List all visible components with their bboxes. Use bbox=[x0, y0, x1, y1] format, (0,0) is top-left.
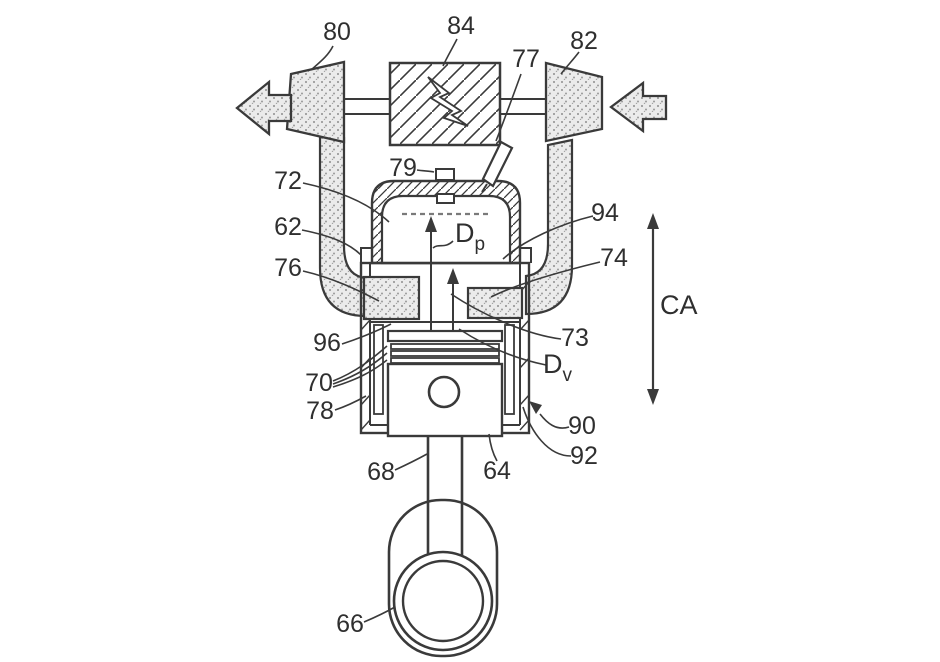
chamber-vent-tab-inner bbox=[436, 193, 455, 204]
intake-port bbox=[466, 286, 524, 320]
leader-82 bbox=[560, 51, 580, 75]
dimension-labels: CA Dp Dv bbox=[455, 218, 698, 386]
leader-66 bbox=[363, 606, 396, 623]
exhaust-runner bbox=[235, 60, 368, 318]
cylinder-sleeve-right bbox=[504, 324, 515, 415]
label-82: 82 bbox=[570, 27, 598, 55]
ca-arrowhead-top-icon bbox=[647, 213, 659, 229]
label-dp: Dp bbox=[455, 218, 485, 255]
label-dv-main: D bbox=[543, 349, 563, 379]
leader-94 bbox=[502, 215, 594, 260]
label-72: 72 bbox=[274, 167, 302, 195]
label-84: 84 bbox=[447, 12, 475, 40]
intake-flow-arrow-icon bbox=[609, 80, 668, 134]
crank-journal-inner bbox=[401, 559, 485, 643]
combustion-chamber bbox=[360, 168, 532, 265]
label-77: 77 bbox=[512, 45, 540, 73]
leader-77 bbox=[495, 73, 522, 142]
connector-bar bbox=[344, 98, 546, 115]
leader-70a bbox=[332, 345, 388, 382]
piston-ring-2 bbox=[390, 350, 500, 357]
spark-plug-body bbox=[481, 140, 514, 188]
label-73: 73 bbox=[561, 324, 589, 352]
leader-64 bbox=[488, 433, 498, 462]
crank-assembly bbox=[387, 436, 499, 658]
leader-62 bbox=[301, 229, 362, 256]
label-70: 70 bbox=[305, 369, 333, 397]
leader-70b bbox=[332, 352, 388, 385]
leader-dp bbox=[432, 240, 454, 249]
exhaust-runner-column bbox=[318, 131, 368, 318]
cylinder-sleeve-left bbox=[373, 324, 384, 415]
label-76: 76 bbox=[274, 254, 302, 282]
leader-72 bbox=[302, 182, 390, 223]
leader-84 bbox=[442, 38, 458, 67]
dv-arrowhead-icon bbox=[447, 268, 459, 284]
leader-74 bbox=[490, 261, 601, 298]
leader-90 bbox=[539, 413, 570, 429]
dimension-arrows bbox=[402, 212, 659, 405]
leader-96 bbox=[341, 323, 392, 345]
label-96: 96 bbox=[313, 329, 341, 357]
chamber-interior bbox=[380, 194, 512, 265]
label-79: 79 bbox=[389, 154, 417, 182]
wrist-pin bbox=[427, 375, 461, 409]
piston bbox=[386, 329, 504, 438]
reference-labels: 80 84 82 77 79 72 62 76 94 74 96 73 70 7… bbox=[274, 12, 628, 638]
leader-79 bbox=[416, 169, 435, 173]
chamber-vent-tab-outer bbox=[435, 168, 455, 181]
ignition-module bbox=[388, 61, 502, 147]
exhaust-flow-arrow-icon bbox=[235, 79, 293, 137]
lightning-bolt-icon bbox=[427, 76, 469, 127]
label-dp-subscript: p bbox=[475, 234, 486, 255]
leader-lines bbox=[301, 38, 601, 623]
label-dv-subscript: v bbox=[563, 365, 573, 386]
label-64: 64 bbox=[483, 457, 511, 485]
spark-plug bbox=[481, 140, 514, 193]
exhaust-block bbox=[285, 60, 346, 144]
label-62: 62 bbox=[274, 213, 302, 241]
label-90: 90 bbox=[568, 412, 596, 440]
leader-92 bbox=[522, 406, 572, 457]
piston-crown bbox=[386, 329, 504, 343]
label-dv: Dv bbox=[543, 349, 573, 386]
label-80: 80 bbox=[323, 18, 351, 46]
label-66: 66 bbox=[336, 610, 364, 638]
label-78: 78 bbox=[306, 397, 334, 425]
leader-76 bbox=[302, 270, 380, 302]
dp-arrowhead-icon bbox=[425, 216, 437, 232]
label-94: 94 bbox=[591, 199, 619, 227]
ca-arrowhead-bottom-icon bbox=[647, 389, 659, 405]
leader-73 bbox=[450, 293, 562, 340]
label-68: 68 bbox=[367, 458, 395, 486]
label-dp-main: D bbox=[455, 218, 475, 248]
leader-80 bbox=[310, 45, 334, 71]
chamber-side-steps bbox=[360, 247, 532, 263]
leader-90-arrowhead-icon bbox=[529, 401, 542, 414]
spark-plug-electrode bbox=[481, 183, 488, 193]
intake-runner-column bbox=[524, 138, 574, 316]
leader-dv bbox=[458, 328, 547, 366]
label-92: 92 bbox=[570, 442, 598, 470]
piston-ring-1 bbox=[390, 343, 500, 350]
leader-70c bbox=[332, 359, 388, 388]
label-ca: CA bbox=[660, 290, 698, 320]
piston-ring-3 bbox=[390, 357, 500, 364]
leader-68 bbox=[394, 453, 428, 471]
label-74: 74 bbox=[600, 244, 628, 272]
intake-block bbox=[544, 61, 604, 143]
leader-78 bbox=[334, 395, 367, 411]
